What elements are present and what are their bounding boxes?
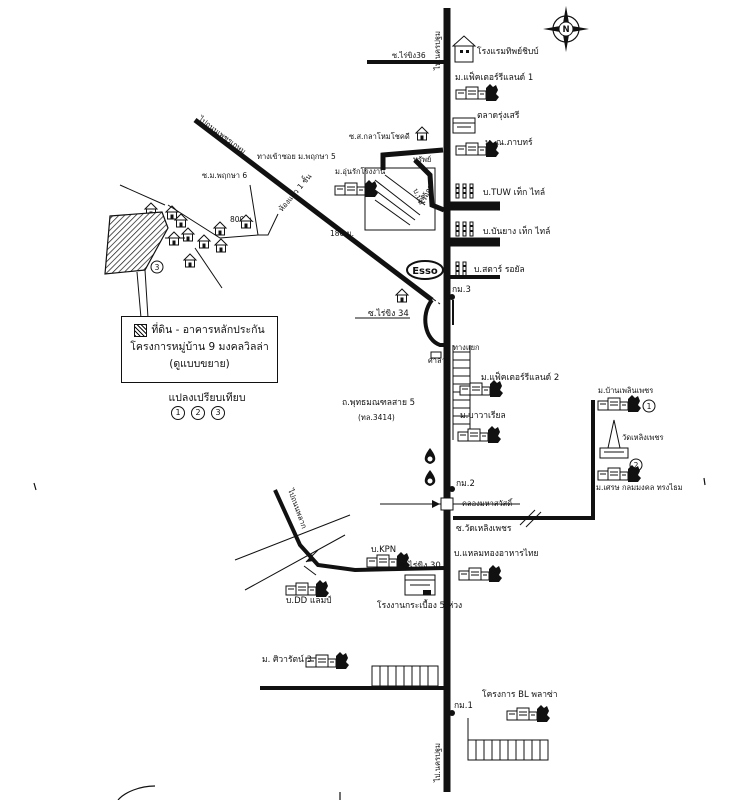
- plant-cluster-icon: [334, 179, 379, 198]
- legend-box: ที่ดิน - อาคารหลักประกัน โครงการหมู่บ้าน…: [121, 316, 278, 383]
- bl-plaza-label: โครงการ BL พลาซ่า: [482, 689, 558, 700]
- banyang-label: บ.บันยาง เท็ก ไทล์: [483, 225, 550, 237]
- compass-letter: N: [562, 25, 569, 35]
- soi-34-label: ซ.ไร่ขิง 34: [368, 308, 409, 319]
- canal-label: คลองมหาสวัสดิ์: [462, 498, 514, 508]
- siwarat-label: ม. ศิวารัตน์ 3: [262, 654, 312, 665]
- main-road-label-top: ไป.นครปฐม: [433, 31, 442, 71]
- compare-title: แปลงเปรียบเทียบ: [168, 392, 246, 404]
- temple-label: วัดเหลิงเพชร: [622, 433, 663, 442]
- gas-station-icon: [424, 448, 436, 486]
- bawa-label: ม.บาวาเรียล: [460, 410, 506, 421]
- factory-land-1-icon: [455, 83, 500, 102]
- km2-label: กม.2: [456, 479, 475, 489]
- esso-station-icon: Esso: [406, 260, 444, 280]
- neighborhood-roads: [364, 147, 445, 231]
- phuttamonthon5-label: ถ.พุทธมณฑลสาย 5: [342, 398, 415, 408]
- bawa-icon: [457, 425, 502, 444]
- legend-line-3: (ดูแบบขยาย): [169, 358, 230, 370]
- branch-label: ทางแยก: [453, 343, 480, 352]
- bl-plaza-fence: [467, 718, 549, 761]
- factory-land-1-label: ม.แฟ็คเตอร์รีแลนด์ 1: [455, 71, 533, 83]
- star-royal-label: บ.สตาร์ รอยัล: [474, 264, 525, 275]
- soi-36-label: ซ.ไร่ขิง36: [392, 51, 426, 60]
- tile-factory-label: โรงงานกระเบื้อง 5 ห่วง: [377, 599, 462, 611]
- soi-wat-label: ซ.วัดเหลิงเพชร: [456, 524, 512, 534]
- compare-number-3: 3: [211, 406, 225, 420]
- distance-180: 180 ม.: [330, 229, 354, 238]
- plant-label: ม.อุ่นรักโรงงาน: [335, 167, 385, 176]
- village1-label: ม.บ้านเพลินเพชร: [598, 386, 653, 395]
- main-road-label-bottom: ไป.นครปฐม: [433, 743, 442, 783]
- market-icon: [452, 117, 476, 134]
- esso-label: Esso: [412, 266, 438, 277]
- compare-marker-1: [642, 399, 656, 413]
- soi-30-label: ซ.ไร่ขิง 30: [400, 560, 441, 571]
- kolajo-house-icon: [415, 126, 429, 141]
- siwarat-fence: [371, 665, 439, 687]
- napa-village-label: ม. ณ.ภาบทร์: [485, 137, 533, 148]
- dd-lamp-icon: [285, 579, 330, 598]
- diagonal-road: [193, 118, 434, 302]
- km1-marker: [449, 710, 455, 716]
- factory-land-2-label: ม.แฟ็คเตอร์รีแลนด์ 2: [481, 371, 559, 383]
- tuw-factory-icon: [455, 183, 474, 199]
- pruksa6-label: ซ.ม.พฤกษา 6: [202, 171, 247, 180]
- compare-number-1: 1: [171, 406, 185, 420]
- km2-marker: [449, 486, 455, 492]
- soi-kolajo-label: ซ.ส.กลาโหมโชคดี: [349, 132, 410, 141]
- market-label: ตลาดรุ่งเสรี: [477, 110, 520, 121]
- laem-thong-label: บ.แหลมทองอาหารไทย: [454, 548, 539, 559]
- legend-line-2: โครงการหมู่บ้าน 9 มงคลวิลล่า: [130, 341, 269, 353]
- hatch-swatch-icon: [134, 324, 148, 337]
- tile-factory-icon: [404, 574, 436, 596]
- siwarat-icon: [305, 651, 350, 670]
- sala-label: ศาลา: [428, 356, 446, 365]
- svg-text:2: 2: [634, 461, 639, 470]
- compare-number-2: 2: [191, 406, 205, 420]
- diagonal-road-label: ไปถนนเพชรเกษม: [196, 114, 248, 156]
- hotel-label: โรงแรมทิพย์ชิบบ์: [477, 46, 539, 57]
- estate-label: ม.เศรษ กลมมงคล ทรงไธม: [596, 483, 683, 492]
- compare-marker-3: [150, 260, 164, 274]
- compass-icon: N: [543, 6, 589, 52]
- village1-icon: [597, 394, 642, 413]
- kprn-road: [273, 489, 445, 573]
- dd-lamp-label: บ.DD แลมป์: [286, 595, 332, 606]
- thrai-label: ทรัพย์: [413, 155, 431, 164]
- tuw-label: บ.TUW เท็ก ไทล์: [483, 186, 545, 198]
- bl-plaza-icon: [506, 704, 551, 723]
- legend-line-1: ที่ดิน - อาคารหลักประกัน: [151, 324, 265, 336]
- star-royal-icon: [455, 261, 467, 277]
- km3-label: กม.3: [452, 285, 471, 295]
- km1-label: กม.1: [454, 701, 473, 711]
- soi-34-house-icon: [395, 288, 409, 303]
- laem-thong-icon: [458, 564, 503, 583]
- estate-icon: [597, 464, 642, 483]
- collateral-parcel: [104, 211, 169, 275]
- svg-text:3: 3: [155, 263, 160, 272]
- kprn-label: บ.KPN: [371, 545, 396, 555]
- hotel-icon: [451, 35, 477, 63]
- pruksa5-label: ทางเข้าซอย ม.พฤกษา 5: [257, 152, 336, 161]
- route-number-label: (ทล.3414): [358, 413, 395, 422]
- banyang-factory-icon: [455, 221, 474, 237]
- svg-text:1: 1: [647, 402, 652, 411]
- km3-marker: [449, 294, 455, 300]
- temple-icon: [599, 419, 629, 459]
- compare-numbers: 1 2 3: [171, 406, 225, 420]
